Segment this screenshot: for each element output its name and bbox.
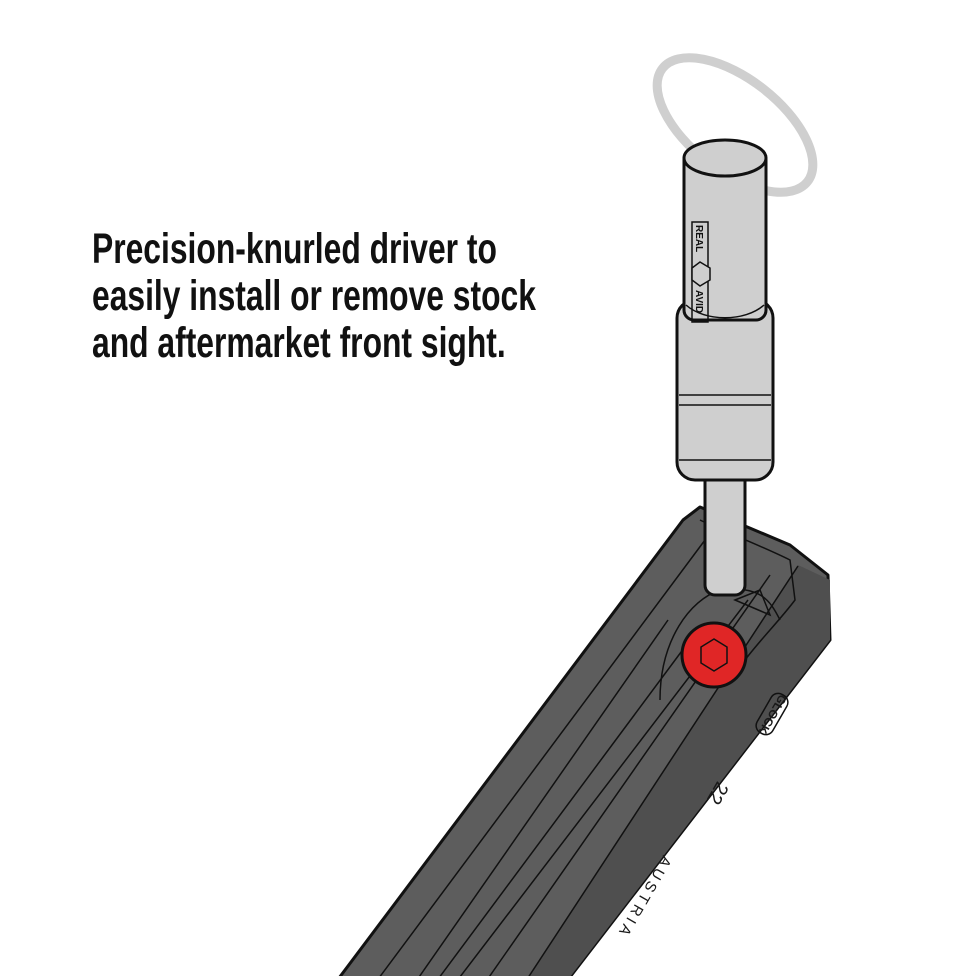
svg-text:REAL: REAL (693, 225, 704, 252)
caption-line: Precision-knurled driver to (92, 225, 497, 273)
pistol-slide: GLOCK 22 AUSTRIA (338, 505, 832, 976)
front-sight-screw (680, 621, 748, 689)
glock-marking (755, 692, 789, 736)
svg-text:AVID: AVID (693, 290, 704, 313)
caption-line: and aftermarket front sight. (92, 319, 506, 367)
feature-caption: Precision-knurled driver to easily insta… (92, 226, 536, 367)
caption-line: easily install or remove stock (92, 272, 536, 320)
sight-driver-tool: REAL AVID (652, 53, 818, 597)
